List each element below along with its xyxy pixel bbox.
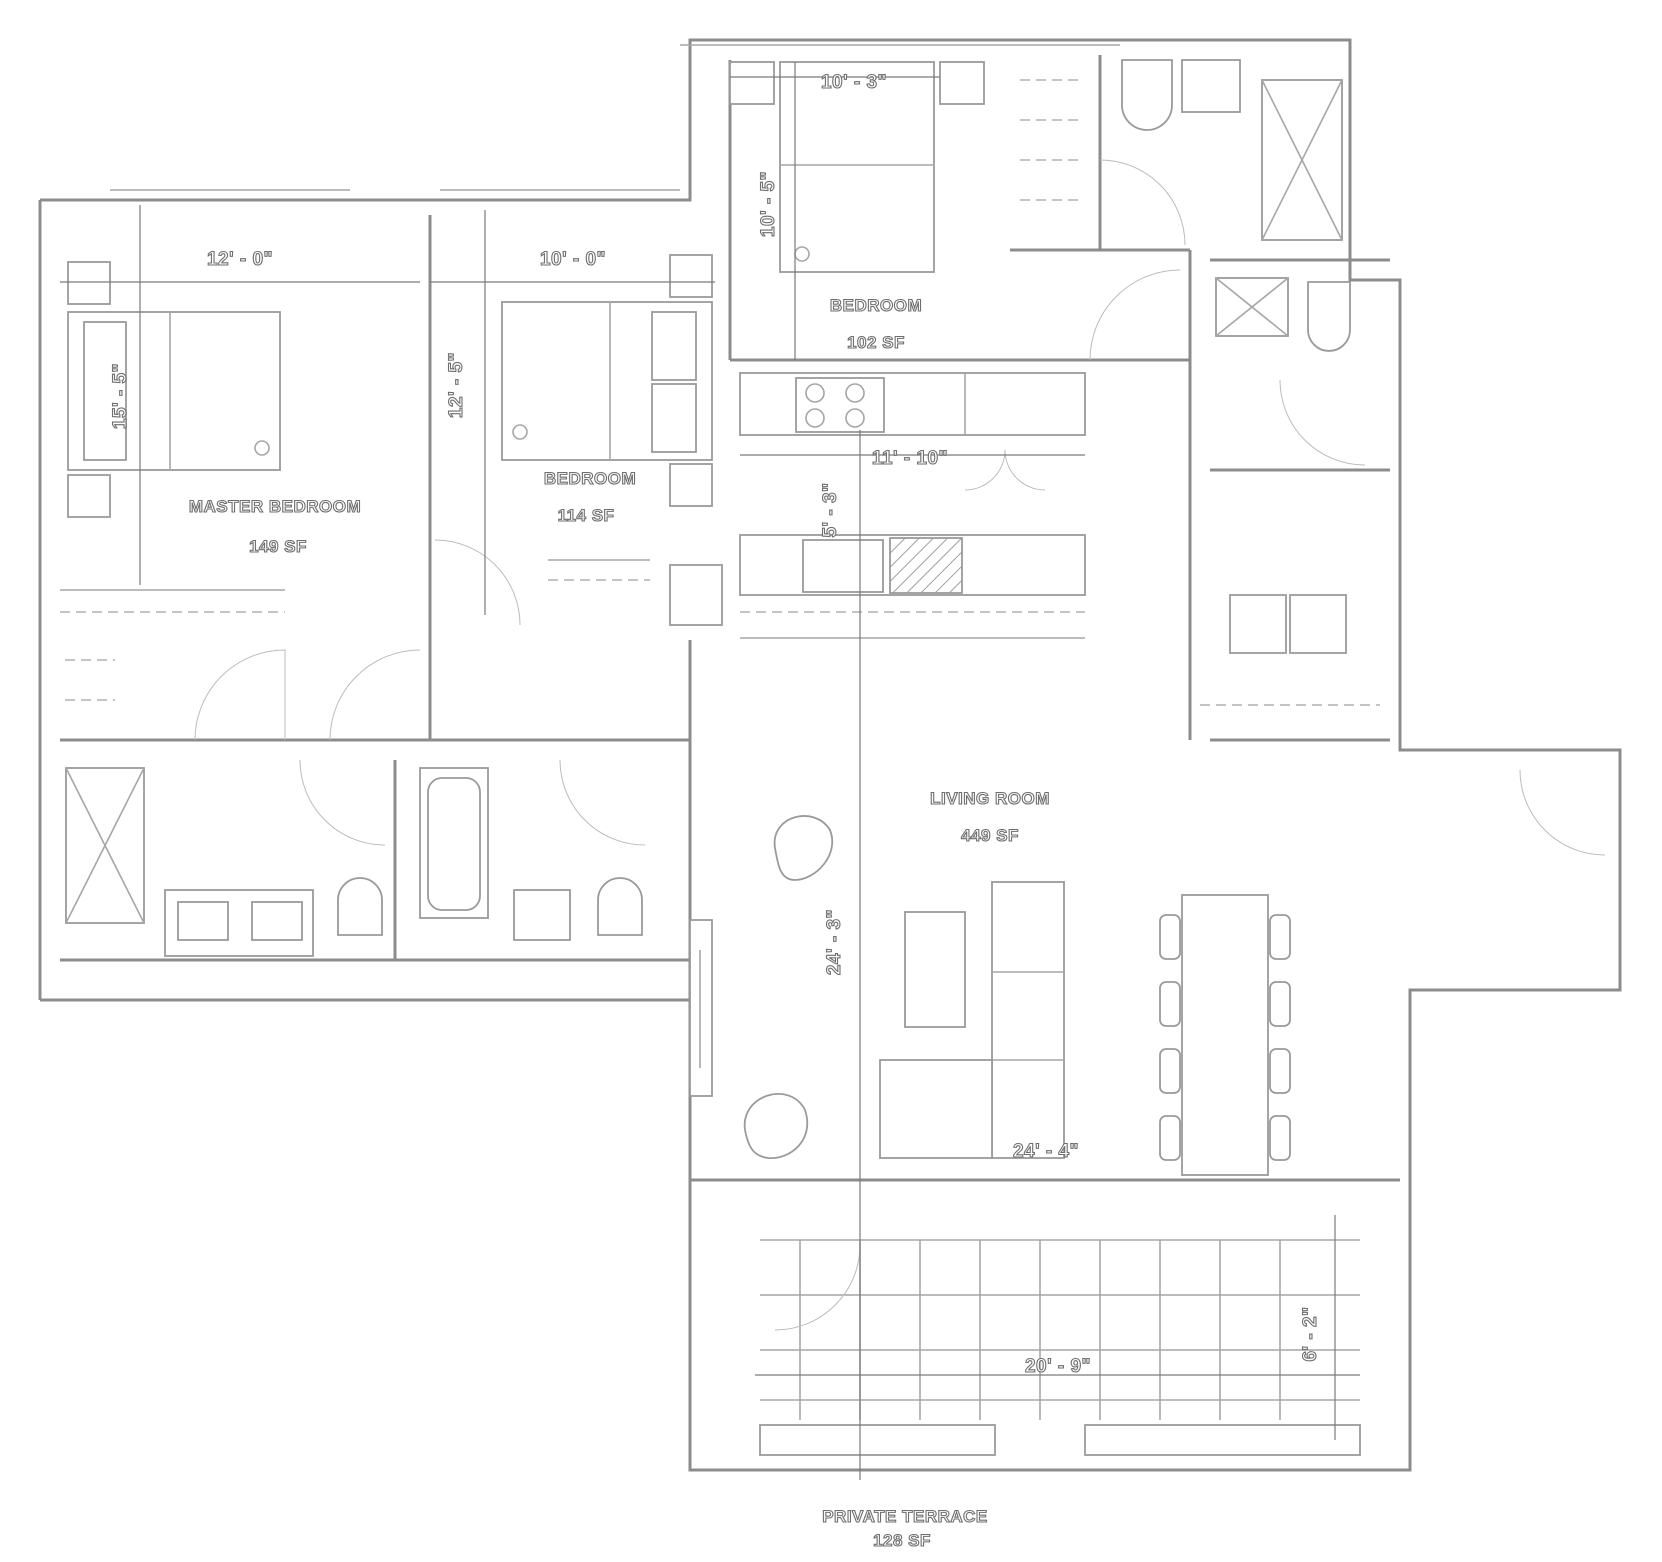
sofa-icon [879, 881, 1065, 1159]
terrace-area: 128 SF [873, 1531, 931, 1550]
bedroom-3-width: 10' - 3" [821, 72, 887, 93]
bath-3 [1121, 59, 1343, 241]
room-labels: MASTER BEDROOM 149 SF 12' - 0" 15' - 5" … [109, 71, 1321, 1550]
master-bedroom-area: 149 SF [249, 537, 307, 556]
bedroom-2-width: 10' - 0" [540, 249, 606, 270]
kitchen-depth: 5' - 3" [820, 482, 841, 537]
master-closet-icon [60, 589, 285, 701]
bedroom-3-depth: 10' - 5" [758, 171, 779, 237]
terrace-paving [759, 1239, 1361, 1456]
living-room-name: LIVING ROOM [930, 789, 1050, 808]
exterior-walls [38, 38, 1622, 1472]
dining-table-icon [1159, 894, 1291, 1176]
master-bedroom-name: MASTER BEDROOM [189, 497, 361, 516]
laundry [1200, 594, 1380, 706]
bedroom-3-area: 102 SF [847, 333, 905, 352]
bedroom-2-bed [501, 254, 713, 507]
living-room-depth: 24' - 3" [824, 909, 845, 975]
dimension-lines [60, 62, 1360, 1480]
master-bedroom-depth: 15' - 5" [110, 363, 131, 429]
master-bed [67, 261, 281, 518]
media-console [689, 919, 713, 1097]
bath-2 [419, 767, 643, 941]
door-swing-icon [194, 159, 1606, 1331]
bedroom-2-depth: 12' - 5" [446, 352, 467, 418]
interior-walls [60, 55, 1400, 1182]
master-bath [65, 767, 383, 957]
kitchen-width: 11' - 10" [872, 448, 948, 469]
living-room-area: 449 SF [961, 826, 1019, 845]
terrace-name: PRIVATE TERRACE [822, 1507, 988, 1526]
bedroom-3-name: BEDROOM [830, 296, 922, 315]
master-bedroom-width: 12' - 0" [207, 249, 273, 270]
bedroom-2-closet-icon [548, 559, 723, 626]
kitchen [739, 372, 1086, 639]
bedroom-3-bed [729, 61, 985, 273]
living-room-width: 24' - 4" [1013, 1141, 1079, 1162]
bedroom-2-area: 114 SF [558, 506, 615, 525]
hall-bath [1215, 277, 1351, 352]
bedroom-3-closet-icon [1020, 79, 1080, 201]
terrace-depth: 6' - 2" [1300, 1306, 1321, 1361]
bedroom-2-name: BEDROOM [544, 469, 636, 488]
chair-icon [743, 815, 834, 1159]
terrace-width: 20' - 9" [1025, 1356, 1091, 1377]
